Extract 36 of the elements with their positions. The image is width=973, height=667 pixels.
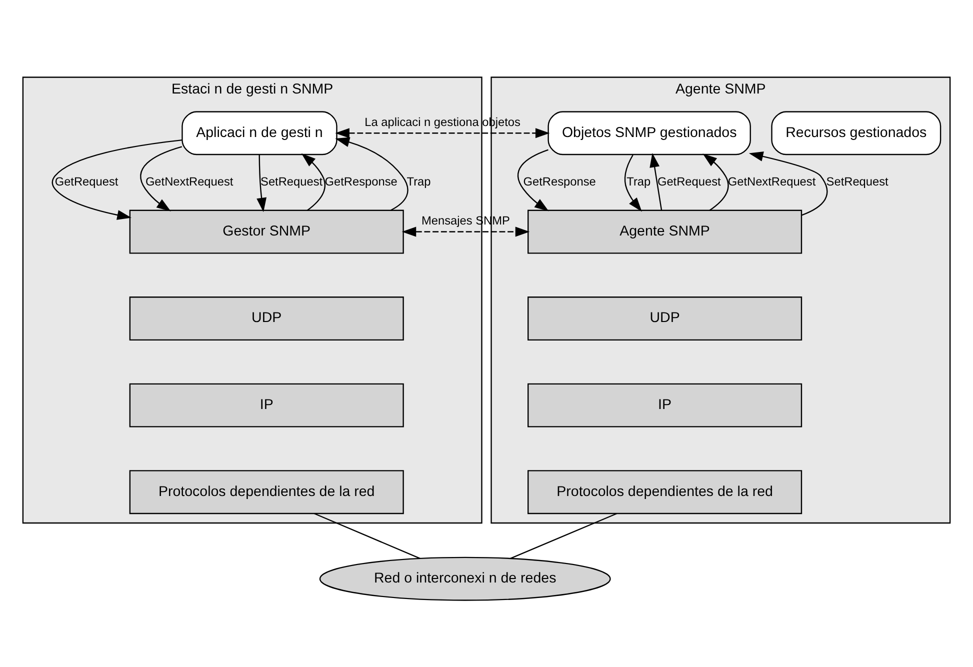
edge-label: GetNextRequest xyxy=(145,174,234,188)
edge-label: SetRequest xyxy=(826,174,888,188)
arrow xyxy=(335,128,550,138)
connector xyxy=(314,512,420,559)
node-box: Objetos SNMP gestionados xyxy=(548,110,751,155)
arrow xyxy=(402,226,530,236)
arrow xyxy=(140,146,182,211)
edge-label: GetRequest xyxy=(657,174,721,188)
node-box: Recursos gestionados xyxy=(771,110,942,155)
arrow xyxy=(517,148,549,211)
node-box: IP xyxy=(528,382,802,427)
edge-label: GetNextRequest xyxy=(728,174,816,188)
arrow xyxy=(335,136,408,210)
edge-label: GetResponse xyxy=(324,174,398,188)
node-box: UDP xyxy=(129,296,404,340)
arrow xyxy=(624,154,642,212)
arrow xyxy=(301,152,326,210)
node-box: Protocolos dependientes de la red xyxy=(528,470,802,514)
node-box: Aplicaci n de gesti n xyxy=(182,110,338,155)
edge-label: Trap xyxy=(406,174,431,188)
arrow xyxy=(256,154,267,212)
node-box: Agente SNMP xyxy=(528,209,802,254)
arrow xyxy=(748,151,828,216)
edge-label: GetRequest xyxy=(54,174,118,188)
arrow xyxy=(702,153,729,210)
node-box: IP xyxy=(129,382,404,427)
node-box: Gestor SNMP xyxy=(129,209,404,254)
edge-label: SetRequest xyxy=(260,174,323,188)
arrow xyxy=(650,152,662,210)
connector xyxy=(510,512,618,559)
edge-label: GetResponse xyxy=(523,174,596,188)
node-ellipse: Red o interconexi n de redes xyxy=(319,556,611,600)
node-box: UDP xyxy=(528,296,802,340)
node-box: Protocolos dependientes de la red xyxy=(129,470,404,514)
arrow xyxy=(52,138,182,220)
edge-label: Trap xyxy=(626,174,651,188)
